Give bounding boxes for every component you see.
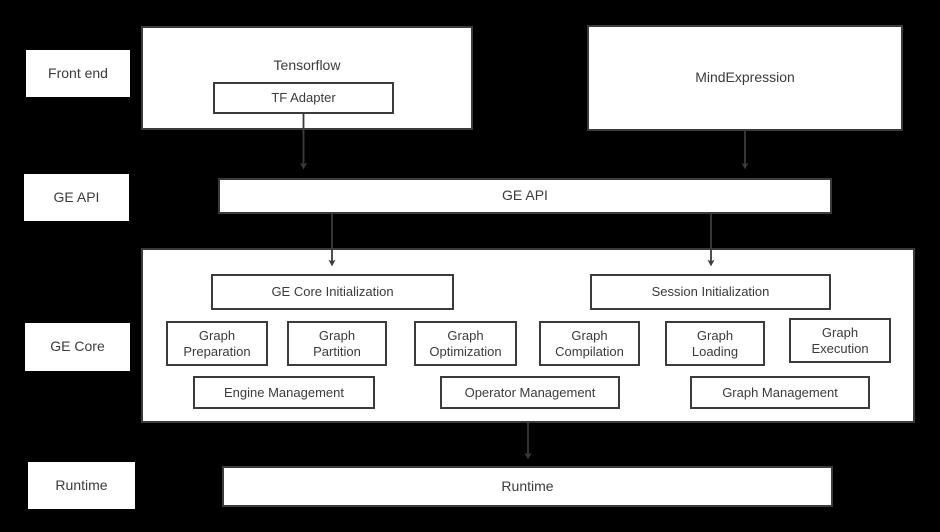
management-operator[interactable]: Operator Management (440, 376, 620, 409)
session-initialization-box[interactable]: Session Initialization (590, 274, 831, 310)
ge-core-initialization-box[interactable]: GE Core Initialization (211, 274, 454, 310)
module-graph-loading[interactable]: Graph Loading (665, 321, 765, 366)
module-graph-compilation[interactable]: Graph Compilation (539, 321, 640, 366)
module-graph-execution[interactable]: Graph Execution (789, 318, 891, 363)
management-graph[interactable]: Graph Management (690, 376, 870, 409)
tensorflow-title: Tensorflow (273, 57, 341, 73)
module-graph-preparation[interactable]: Graph Preparation (166, 321, 268, 366)
tf-adapter-box[interactable]: TF Adapter (213, 82, 394, 114)
runtime-bar[interactable]: Runtime (222, 466, 833, 507)
rail-label-ge-api: GE API (24, 174, 129, 221)
module-graph-partition[interactable]: Graph Partition (287, 321, 387, 366)
mindexpression-container[interactable]: MindExpression (587, 25, 903, 131)
module-graph-optimization[interactable]: Graph Optimization (414, 321, 517, 366)
rail-label-front-end: Front end (26, 50, 130, 97)
rail-label-runtime: Runtime (28, 462, 135, 509)
management-engine[interactable]: Engine Management (193, 376, 375, 409)
tensorflow-container[interactable]: Tensorflow (141, 26, 473, 130)
rail-label-ge-core: GE Core (25, 323, 130, 371)
ge-api-bar[interactable]: GE API (218, 178, 832, 214)
